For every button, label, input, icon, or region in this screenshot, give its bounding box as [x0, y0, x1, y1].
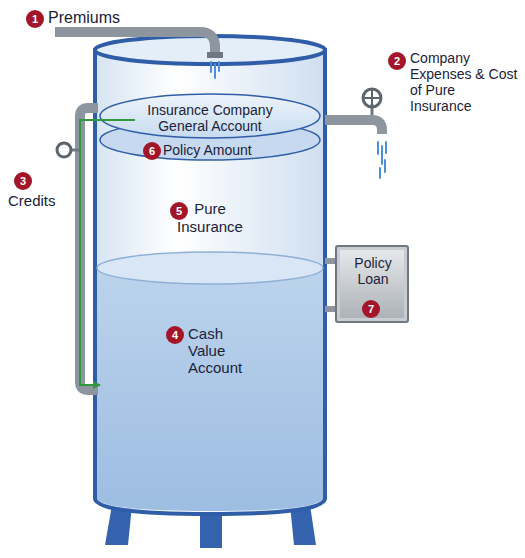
valve-wheel	[363, 89, 381, 107]
callout-number: 1	[26, 10, 44, 28]
expense-faucet	[325, 120, 382, 134]
callout-number: 2	[388, 52, 406, 70]
part-label: Premiums	[48, 8, 148, 27]
callout-number: 7	[362, 300, 380, 318]
water-surface	[97, 252, 323, 284]
valve-wheel	[57, 143, 71, 157]
pipe-flange	[207, 52, 223, 58]
water-drops	[378, 142, 386, 178]
credit-flow-arrow	[80, 120, 135, 385]
cash-water	[97, 268, 323, 511]
water-drops	[211, 62, 219, 78]
account-disc-node: Insurance Company General Account	[135, 102, 286, 138]
node-text: Cash Value Account	[188, 325, 252, 376]
cash-value-node: Cash Value Account	[100, 285, 320, 490]
credits-pipe	[80, 108, 98, 390]
callout-number: 3	[14, 172, 32, 190]
valve-spokes	[364, 90, 380, 106]
node-text: Policy Loan	[341, 255, 405, 287]
callout-number: 6	[143, 142, 161, 160]
part-label: Company Expenses & Cost of Pure Insuranc…	[410, 50, 518, 114]
tank-leg	[200, 512, 222, 548]
premium-pipe	[55, 32, 215, 54]
callout-number: 4	[166, 326, 184, 344]
part-label: Pure Insurance	[170, 200, 250, 236]
text-wrap: Policy Loan	[341, 255, 405, 287]
account-disc	[100, 94, 320, 138]
text-wrap: Cash Value Account	[188, 325, 252, 376]
callout-number: 5	[170, 202, 188, 220]
part-label: Policy Amount	[163, 142, 273, 158]
node-text: Insurance Company General Account	[135, 102, 285, 134]
edge-label: Credits	[8, 192, 56, 209]
text-wrap: Insurance Company General Account	[135, 102, 285, 134]
